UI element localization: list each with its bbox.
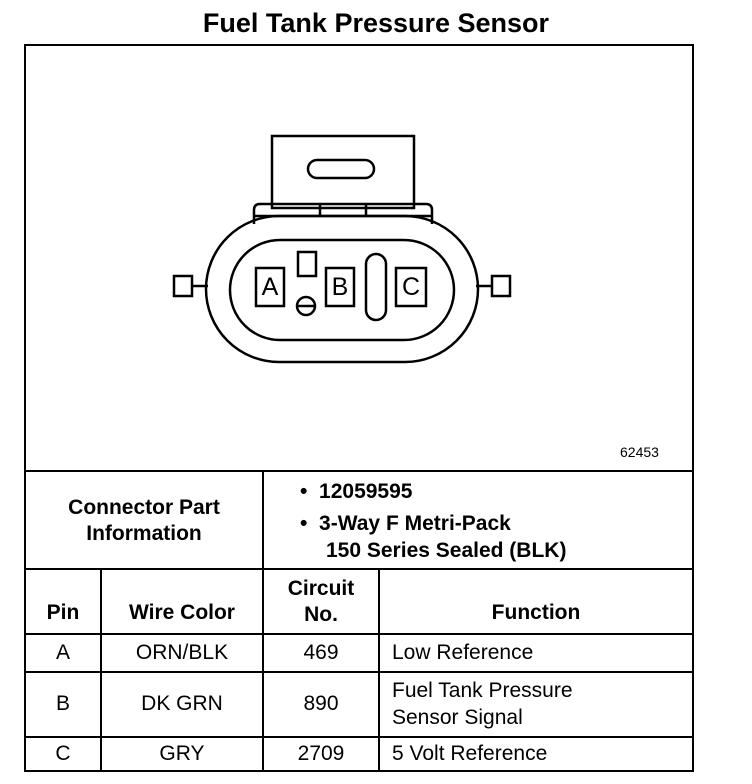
- connector-right-ear: [490, 274, 512, 298]
- row-function: Low Reference: [392, 641, 534, 664]
- row-circuit: 890: [303, 692, 339, 715]
- connector-outer-shell: [204, 214, 480, 364]
- row-pin: A: [55, 641, 70, 664]
- row-function: 5 Volt Reference: [392, 742, 548, 765]
- connector-drawing: A B C: [172, 134, 512, 364]
- diagram-frame: [24, 44, 694, 772]
- connector-lock-tab: [270, 134, 416, 210]
- connector-latch-slot: [306, 158, 376, 180]
- pin-label-a: A: [262, 273, 279, 301]
- connector-shoulder: [252, 202, 434, 224]
- header-pin: Pin: [46, 601, 80, 624]
- pin-cavity-b: [324, 266, 356, 308]
- connector-left-ear: [172, 274, 194, 298]
- connector-info-label: Connector Part Information: [68, 496, 220, 545]
- row-function: Fuel Tank Pressure Sensor Signal: [392, 679, 573, 729]
- row-wire-color: GRY: [159, 742, 205, 765]
- header-wire-color: Wire Color: [129, 601, 235, 624]
- pin-label-b: B: [332, 273, 349, 301]
- connector-polarizer: [296, 250, 318, 278]
- row-wire-color: ORN/BLK: [135, 641, 229, 664]
- diagram-title: Fuel Tank Pressure Sensor: [202, 8, 550, 38]
- pin-cavity-c: [394, 266, 428, 308]
- header-circuit-no: Circuit No.: [287, 577, 355, 626]
- connector-inner-shell: [228, 238, 456, 342]
- row-circuit: 469: [303, 641, 339, 664]
- connector-description: • 3-Way F Metri-Pack 150 Series Sealed (…: [300, 512, 567, 562]
- row-wire-color: DK GRN: [141, 692, 223, 715]
- connector-part-number: • 12059595: [300, 480, 413, 503]
- header-function: Function: [491, 601, 581, 624]
- pin-label-c: C: [402, 273, 420, 301]
- row-pin: C: [55, 742, 71, 765]
- drawing-number: 62453: [620, 444, 659, 460]
- pin-cavity-a: [254, 266, 286, 308]
- row-pin: B: [55, 692, 70, 715]
- row-circuit: 2709: [297, 742, 345, 765]
- connector-key-rib: [364, 252, 388, 322]
